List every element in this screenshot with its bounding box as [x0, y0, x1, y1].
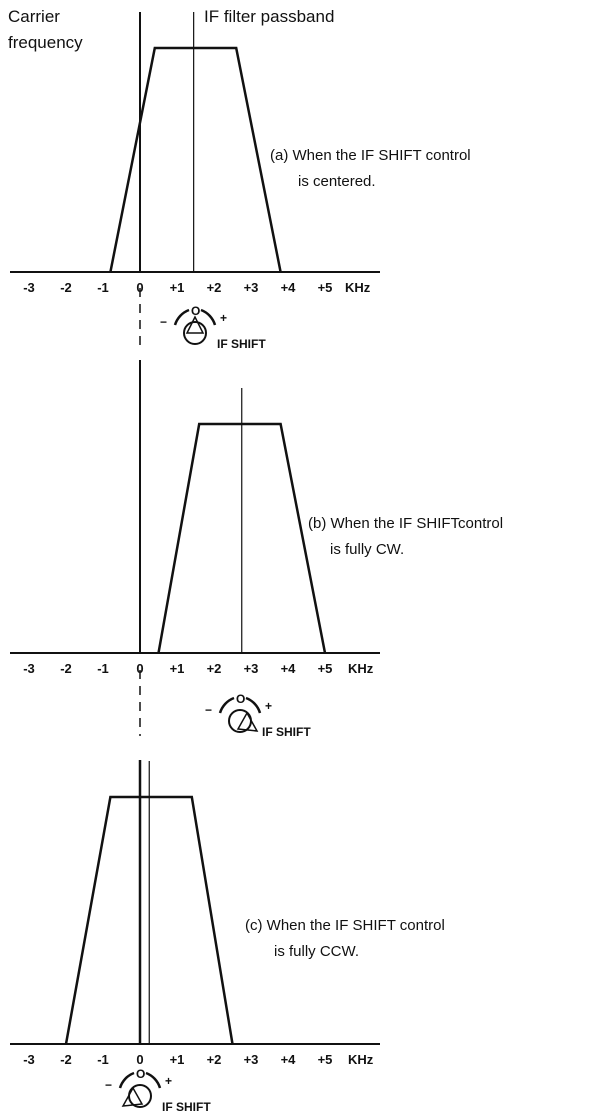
- panel-ccw: -3 -2 -1 0 +1 +2 +3 +4 +5 KHz (c) When the IF SH…: [10, 760, 445, 1111]
- knob-plus-sign: +: [165, 1074, 172, 1088]
- knob-pointer-icon: [236, 711, 259, 732]
- tick-label: +4: [281, 1052, 297, 1067]
- tick-label: +2: [207, 661, 222, 676]
- if-shift-knob[interactable]: O − + IF SHIFT: [105, 1067, 211, 1111]
- knob-pointer-icon: [121, 1086, 144, 1107]
- knob-plus-sign: +: [220, 311, 227, 325]
- tick-label: -2: [60, 1052, 72, 1067]
- tick-labels: -3 -2 -1 0 +1 +2 +3 +4 +5: [23, 661, 332, 676]
- caption-line1: (c) When the IF SHIFT control: [245, 917, 445, 934]
- knob-minus-sign: −: [105, 1078, 112, 1092]
- cw-arrow-icon: [245, 696, 262, 714]
- caption-line1: (a) When the IF SHIFT control: [270, 147, 471, 164]
- panel-cw: -3 -2 -1 0 +1 +2 +3 +4 +5 KHz (b) When the IF SH…: [10, 360, 503, 739]
- axis-unit: KHz: [348, 661, 374, 676]
- passband-trapezoid: [157, 422, 327, 654]
- tick-labels: -3 -2 -1 0 +1 +2 +3 +4 +5: [23, 1052, 332, 1067]
- tick-label: +5: [318, 1052, 333, 1067]
- knob-zero-mark: O: [236, 692, 245, 706]
- tick-label: -3: [23, 661, 35, 676]
- passband-trapezoid: [109, 46, 282, 273]
- knob-plus-sign: +: [265, 699, 272, 713]
- panel-centered: -3 -2 -1 0 +1 +2 +3 +4 +5 KHz (a) When the IF SH…: [10, 12, 471, 351]
- carrier-label-line1: Carrier: [8, 7, 60, 26]
- knob-zero-mark: O: [191, 304, 200, 318]
- tick-label: -1: [97, 280, 109, 295]
- passband-label: IF filter passband: [204, 7, 334, 26]
- cw-arrow-icon: [145, 1071, 162, 1089]
- tick-label: 0: [136, 280, 143, 295]
- tick-label: +5: [318, 661, 333, 676]
- tick-label: +4: [281, 661, 297, 676]
- caption-line2: is fully CCW.: [274, 943, 359, 960]
- tick-label: +3: [244, 661, 259, 676]
- tick-label: +1: [170, 661, 185, 676]
- knob-pointer-icon: [185, 315, 205, 334]
- tick-label: +3: [244, 280, 259, 295]
- cw-arrow-icon: [200, 308, 217, 326]
- passband-trapezoid: [64, 795, 234, 1045]
- knob-body: [183, 321, 207, 345]
- knob-zero-mark: O: [136, 1067, 145, 1081]
- tick-label: -3: [23, 1052, 35, 1067]
- tick-label: 0: [136, 661, 143, 676]
- tick-label: +2: [207, 1052, 222, 1067]
- knob-minus-sign: −: [160, 315, 167, 329]
- axis-unit: KHz: [348, 1052, 374, 1067]
- tick-label: -3: [23, 280, 35, 295]
- caption-line2: is centered.: [298, 173, 376, 190]
- tick-label: +3: [244, 1052, 259, 1067]
- if-shift-knob[interactable]: O − + IF SHIFT: [205, 692, 311, 739]
- knob-minus-sign: −: [205, 703, 212, 717]
- caption-line1: (b) When the IF SHIFTcontrol: [308, 515, 503, 532]
- tick-label: -1: [97, 1052, 109, 1067]
- ccw-arrow-icon: [118, 1071, 135, 1089]
- tick-label: +2: [207, 280, 222, 295]
- ccw-arrow-icon: [173, 308, 190, 326]
- tick-label: +1: [170, 280, 185, 295]
- knob-label: IF SHIFT: [217, 337, 266, 351]
- axis-unit: KHz: [345, 280, 371, 295]
- tick-label: 0: [136, 1052, 143, 1067]
- knob-label: IF SHIFT: [262, 725, 311, 739]
- tick-label: -1: [97, 661, 109, 676]
- tick-label: +1: [170, 1052, 185, 1067]
- knob-label: IF SHIFT: [162, 1100, 211, 1111]
- carrier-label-line2: frequency: [8, 33, 83, 52]
- if-shift-knob[interactable]: O − + IF SHIFT: [160, 304, 266, 351]
- ccw-arrow-icon: [218, 696, 235, 714]
- caption-line2: is fully CW.: [330, 541, 404, 558]
- tick-label: +4: [281, 280, 297, 295]
- tick-label: +5: [318, 280, 333, 295]
- tick-label: -2: [60, 661, 72, 676]
- tick-labels: -3 -2 -1 0 +1 +2 +3 +4 +5: [23, 280, 332, 295]
- tick-label: -2: [60, 280, 72, 295]
